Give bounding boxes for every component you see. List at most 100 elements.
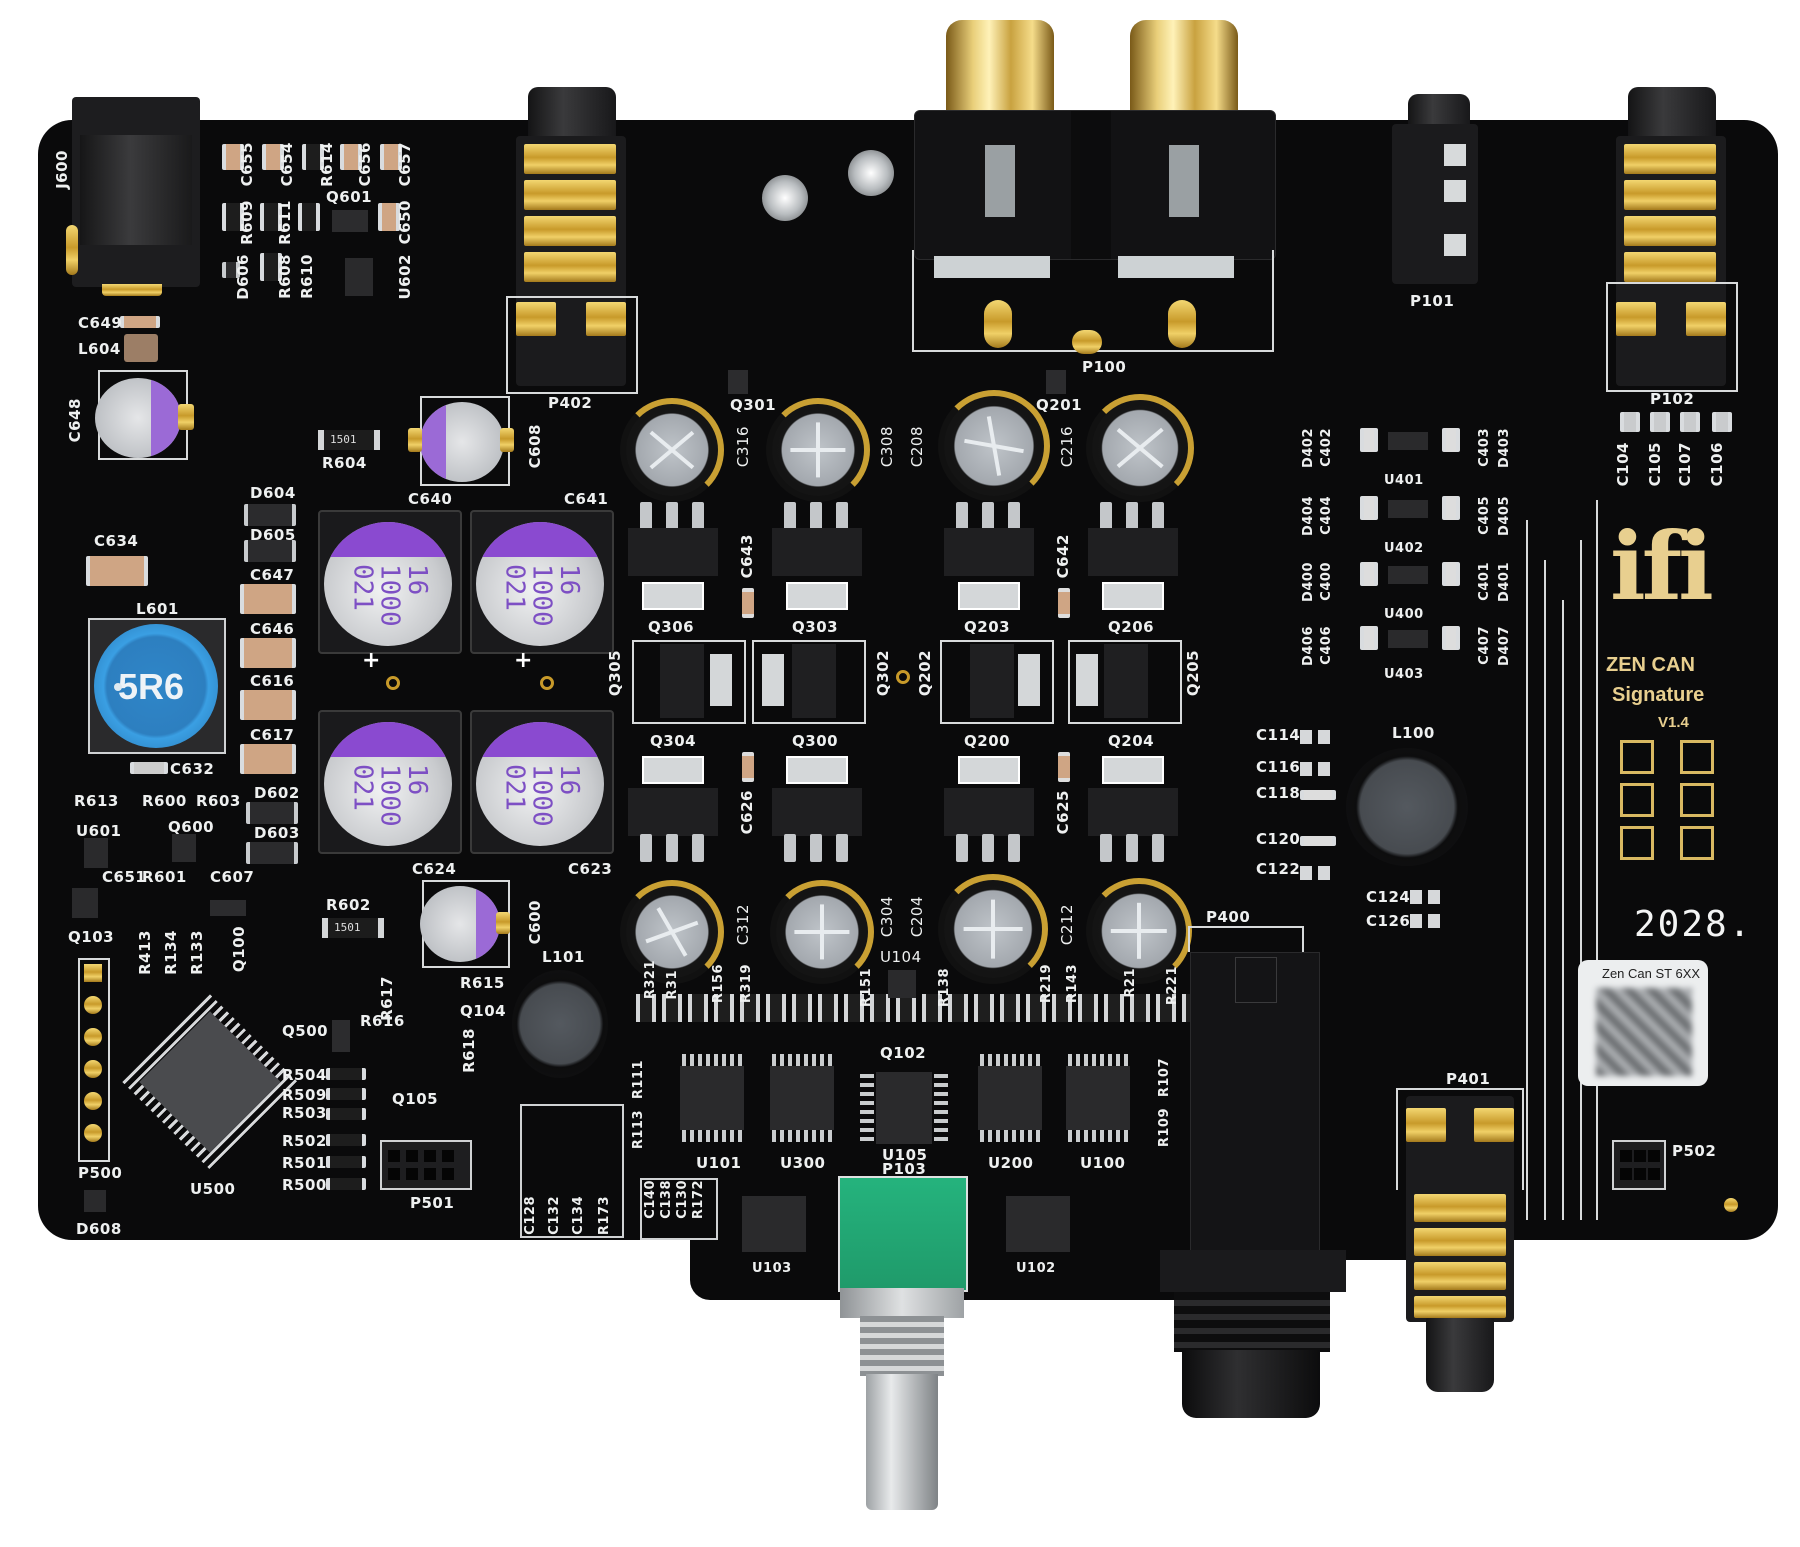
label-r601: R601 xyxy=(142,868,187,886)
jack-p102-barrel[interactable] xyxy=(1628,87,1716,139)
diode-d604 xyxy=(244,504,296,526)
ifi-logo: ifi xyxy=(1610,512,1714,622)
volume-knob-shaft[interactable] xyxy=(866,1374,938,1510)
gold-pad xyxy=(1680,740,1714,774)
pot-thread xyxy=(860,1316,944,1376)
label-q601: Q601 xyxy=(326,188,373,206)
inductor-l604 xyxy=(124,334,158,362)
label-c649: C649 xyxy=(78,314,123,332)
cap-c316 xyxy=(620,398,724,502)
label-c404: C404 xyxy=(1319,496,1334,535)
label-c104: C104 xyxy=(1614,442,1632,487)
label-r107: R107 xyxy=(1157,1058,1172,1098)
jack-p400-nose[interactable] xyxy=(1182,1350,1320,1418)
transistor-q103 xyxy=(72,888,98,918)
cap-c312 xyxy=(620,880,724,984)
label-r113: R113 xyxy=(631,1110,646,1150)
label-q105: Q105 xyxy=(392,1090,439,1108)
label-q306: Q306 xyxy=(648,618,695,636)
label-l601: L601 xyxy=(136,600,179,618)
jack-p400[interactable] xyxy=(1190,952,1320,1264)
label-c623: C623 xyxy=(568,860,613,878)
jack-p402-barrel[interactable] xyxy=(528,87,616,139)
resistor xyxy=(326,1068,366,1080)
label-r616: R616 xyxy=(360,1012,405,1030)
jack-p402[interactable] xyxy=(516,136,626,386)
header-p501[interactable] xyxy=(380,1140,472,1190)
rca-right-sleeve[interactable] xyxy=(1130,20,1238,116)
rca-pin-right xyxy=(1168,300,1196,348)
regulator-bottom xyxy=(944,750,1034,862)
label-d407: D407 xyxy=(1497,626,1512,666)
rca-jack-p100[interactable] xyxy=(914,110,1276,260)
label-c650: C650 xyxy=(396,200,414,245)
label-c138: C138 xyxy=(659,1180,674,1219)
cap-c608 xyxy=(420,402,504,482)
cap-c646 xyxy=(240,638,296,668)
label-c212: C212 xyxy=(1058,904,1076,946)
label-u500: U500 xyxy=(190,1180,236,1198)
label-r615: R615 xyxy=(460,974,505,992)
label-c118: C118 xyxy=(1256,784,1301,802)
label-c654: C654 xyxy=(278,142,296,187)
label-c402: C402 xyxy=(1319,428,1334,467)
regulator-q205 xyxy=(1104,644,1148,718)
label-r502: R502 xyxy=(282,1132,327,1150)
jack-p401-outline xyxy=(1396,1088,1524,1190)
cap-c624: 16 1000 021 xyxy=(318,710,462,854)
jack-p400-outline xyxy=(1188,926,1304,952)
mounting-pad xyxy=(1724,1198,1738,1212)
cap-c608-pad-left xyxy=(408,428,422,452)
jack-p401-barrel[interactable] xyxy=(1426,1318,1494,1392)
cap-c647 xyxy=(240,584,296,614)
cap-c623: 16 1000 021 xyxy=(470,710,614,854)
label-r413: R413 xyxy=(136,930,154,975)
jack-p102[interactable] xyxy=(1616,136,1726,386)
volume-potentiometer[interactable] xyxy=(838,1176,968,1292)
header-p500[interactable] xyxy=(78,958,110,1162)
label-p101: P101 xyxy=(1410,292,1455,310)
header-p500-pin xyxy=(84,1060,102,1078)
label-q205: Q205 xyxy=(1184,650,1202,697)
label-c124: C124 xyxy=(1366,888,1411,906)
plus-marker: + xyxy=(514,648,533,673)
header-p502[interactable] xyxy=(1612,1140,1666,1190)
ic-u601 xyxy=(84,838,108,868)
regulator-q305 xyxy=(660,644,704,718)
regulator-q302-outline xyxy=(752,640,866,724)
cap-c650 xyxy=(378,203,400,231)
label-r111: R111 xyxy=(631,1060,646,1100)
label-c648: C648 xyxy=(66,398,84,443)
label-c607: C607 xyxy=(210,868,255,886)
plus-marker: + xyxy=(362,648,381,673)
cap-c617 xyxy=(240,744,296,774)
opamp-u100 xyxy=(1066,1066,1130,1130)
resistor xyxy=(326,1108,366,1120)
transistor-q301 xyxy=(728,370,748,394)
rca-left-sleeve[interactable] xyxy=(946,20,1054,116)
header-p500-pin xyxy=(84,1028,102,1046)
gold-pad xyxy=(1620,826,1654,860)
label-r138: R138 xyxy=(937,968,952,1008)
jack-p402-outline xyxy=(506,296,638,394)
cap-c208 xyxy=(938,390,1050,502)
cap-c641: 16 1000 021 xyxy=(470,510,614,654)
label-c400: C400 xyxy=(1319,562,1334,601)
label-l100: L100 xyxy=(1392,724,1435,742)
resistor-r-unlabeled xyxy=(298,203,320,231)
jack-p401[interactable] xyxy=(1406,1096,1514,1322)
resistor-row xyxy=(636,994,1196,1022)
jack-p101[interactable] xyxy=(1392,124,1478,284)
label-c642: C642 xyxy=(1054,534,1072,579)
regulator-bottom xyxy=(628,750,718,862)
label-r509: R509 xyxy=(282,1086,327,1104)
inductor-l101 xyxy=(512,970,608,1078)
dc-power-jack xyxy=(72,97,200,296)
label-q203: Q203 xyxy=(964,618,1011,636)
label-q303: Q303 xyxy=(792,618,839,636)
label-u300: U300 xyxy=(780,1154,826,1172)
label-d405: D405 xyxy=(1497,496,1512,536)
gold-pad xyxy=(1620,740,1654,774)
label-r604: R604 xyxy=(322,454,367,472)
rca-ground-pin xyxy=(1072,330,1102,354)
